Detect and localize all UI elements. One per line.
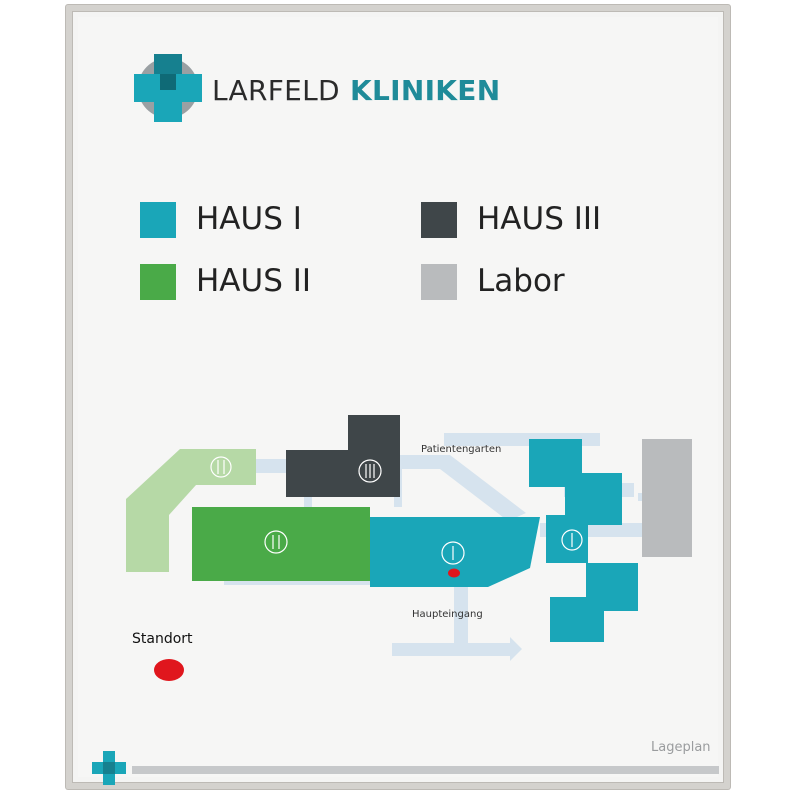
- legend-swatch-haus1: [140, 202, 176, 238]
- haus3-marker: [358, 459, 382, 483]
- brand-name: LARFELD KLINIKEN: [212, 71, 500, 111]
- sign-frame: LARFELD KLINIKEN HAUS I HAUS III HAUS II…: [66, 5, 730, 789]
- site-map: [126, 415, 692, 661]
- haus2-light-marker: [210, 456, 232, 478]
- legend-label-labor: Labor: [477, 263, 565, 299]
- haus1-east-building: [529, 439, 638, 642]
- haus3-building: [286, 415, 400, 497]
- legend-label-haus1: HAUS I: [196, 201, 302, 237]
- sign-panel: LARFELD KLINIKEN HAUS I HAUS III HAUS II…: [78, 17, 719, 785]
- patientengarten-label: Patientengarten: [421, 444, 502, 455]
- brand-name-part1: LARFELD: [212, 74, 340, 107]
- haus2-light-wing: [126, 449, 256, 572]
- legend-label-haus2: HAUS II: [196, 263, 312, 299]
- haus1-central-building: [370, 517, 540, 587]
- standort-label: Standort: [132, 631, 193, 647]
- haus2-marker: [264, 530, 288, 554]
- haus2-building: [192, 507, 370, 581]
- brand-name-part2: KLINIKEN: [349, 74, 501, 107]
- legend-swatch-haus2: [140, 264, 176, 300]
- legend-swatch-haus3: [421, 202, 457, 238]
- medical-cross-icon: [92, 751, 126, 785]
- medical-cross-icon: [134, 54, 202, 122]
- labor-building: [642, 439, 692, 557]
- legend-label-haus3: HAUS III: [477, 201, 602, 237]
- standort-marker: [154, 659, 184, 681]
- footer-bar: [132, 766, 719, 774]
- legend-swatch-labor: [421, 264, 457, 300]
- haus1-central-dot: [448, 568, 460, 578]
- haus1-east-marker: [561, 529, 583, 551]
- haupteingang-label: Haupteingang: [412, 609, 483, 620]
- footer-label: Lageplan: [651, 740, 711, 755]
- haus1-central-marker: [441, 541, 465, 565]
